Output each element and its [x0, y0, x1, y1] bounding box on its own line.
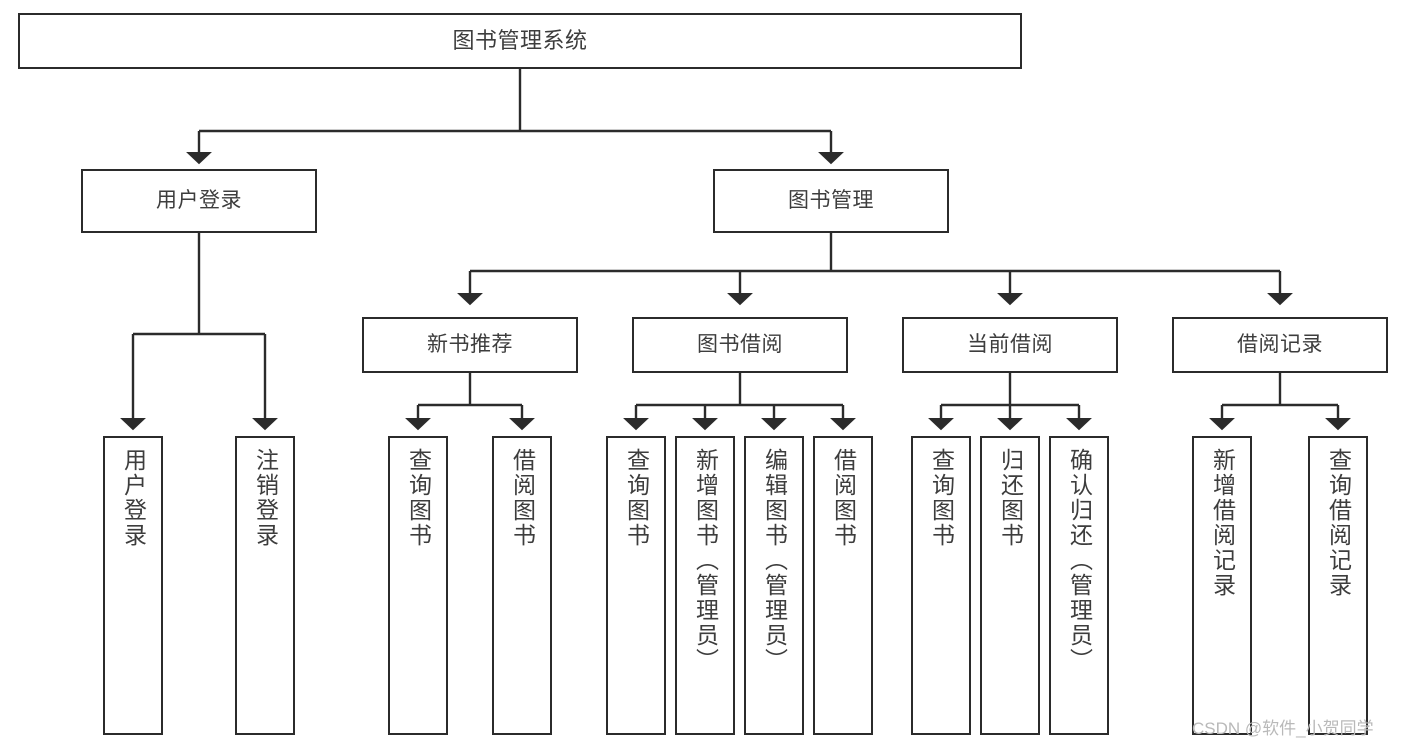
node-book-management-system[interactable]: 图书管理系统: [18, 13, 1022, 69]
node-leaf-query-book-current[interactable]: 查询图书: [911, 436, 971, 735]
node-leaf-logout[interactable]: 注销登录: [235, 436, 295, 735]
node-label: 查询图书: [405, 448, 432, 548]
node-leaf-query-book-recommendation[interactable]: 查询图书: [388, 436, 448, 735]
csdn-watermark: CSDN @软件_小贺同学: [1192, 719, 1374, 738]
node-current-borrowing[interactable]: 当前借阅: [902, 317, 1118, 373]
node-leaf-confirm-return-admin[interactable]: 确认归还（管理员）: [1049, 436, 1109, 735]
node-leaf-borrow-book-borrowing[interactable]: 借阅图书: [813, 436, 873, 735]
node-label: 当前借阅: [967, 332, 1053, 356]
node-label: 查询图书: [623, 448, 650, 548]
node-leaf-add-borrowing-record[interactable]: 新增借阅记录: [1192, 436, 1252, 735]
node-borrowing-records[interactable]: 借阅记录: [1172, 317, 1388, 373]
node-label: 归还图书: [997, 448, 1024, 548]
node-leaf-query-borrowing-record[interactable]: 查询借阅记录: [1308, 436, 1368, 735]
node-leaf-user-login[interactable]: 用户登录: [103, 436, 163, 735]
node-leaf-query-book-borrowing[interactable]: 查询图书: [606, 436, 666, 735]
node-label: 借阅图书: [509, 448, 536, 548]
node-label: 借阅图书: [830, 448, 857, 548]
node-label: 新书推荐: [427, 332, 513, 356]
node-leaf-edit-book-admin[interactable]: 编辑图书（管理员）: [744, 436, 804, 735]
node-label: 用户登录: [120, 448, 147, 548]
node-book-borrowing[interactable]: 图书借阅: [632, 317, 848, 373]
node-leaf-add-book-admin[interactable]: 新增图书（管理员）: [675, 436, 735, 735]
node-label: 注销登录: [252, 448, 279, 548]
node-book-management[interactable]: 图书管理: [713, 169, 949, 233]
node-new-book-recommendation[interactable]: 新书推荐: [362, 317, 578, 373]
node-label: 用户登录: [156, 188, 242, 212]
node-leaf-return-book[interactable]: 归还图书: [980, 436, 1040, 735]
node-label: 图书借阅: [697, 332, 783, 356]
node-label: 新增图书（管理员）: [692, 448, 719, 673]
node-leaf-borrow-book-recommendation[interactable]: 借阅图书: [492, 436, 552, 735]
node-label: 查询借阅记录: [1325, 448, 1352, 598]
node-label: 查询图书: [928, 448, 955, 548]
node-label: 确认归还（管理员）: [1066, 448, 1093, 673]
node-label: 图书管理: [788, 188, 874, 212]
node-label: 编辑图书（管理员）: [761, 448, 788, 673]
node-user-login[interactable]: 用户登录: [81, 169, 317, 233]
node-label: 图书管理系统: [452, 28, 588, 54]
node-label: 新增借阅记录: [1209, 448, 1236, 598]
node-label: 借阅记录: [1237, 332, 1323, 356]
